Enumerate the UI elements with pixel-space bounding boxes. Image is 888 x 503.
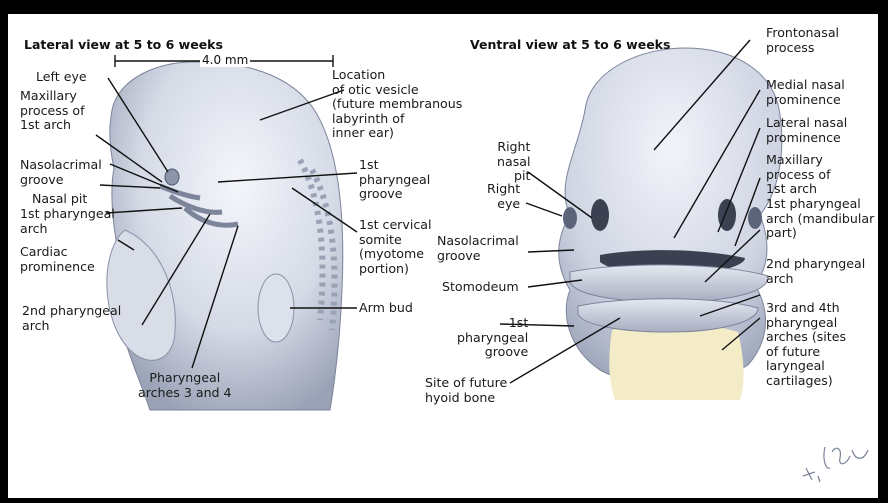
label-first-cervical-somite: 1st cervical somite (myotome portion) xyxy=(359,218,431,276)
artist-signature xyxy=(803,447,868,482)
label-arm-bud: Arm bud xyxy=(359,301,413,316)
label-pharyngeal-arches-3-4: Pharyngeal arches 3 and 4 xyxy=(138,371,232,400)
label-ventral-maxillary-process: Maxillary process of 1st arch xyxy=(766,153,831,197)
scale-bar-label: 4.0 mm xyxy=(200,53,250,67)
label-lateral-first-arch: 1st pharyngeal arch xyxy=(20,207,115,236)
label-cardiac-prominence: Cardiac prominence xyxy=(20,245,95,274)
lateral-embryo xyxy=(107,62,343,410)
label-lateral-second-arch: 2nd pharyngeal arch xyxy=(22,304,121,333)
label-lateral-first-groove: 1st pharyngeal groove xyxy=(359,158,430,202)
label-right-nasal-pit: Right nasal pit xyxy=(497,140,530,184)
ventral-view-title: Ventral view at 5 to 6 weeks xyxy=(470,37,670,52)
label-frontonasal-process: Frontonasal process xyxy=(766,26,839,55)
label-left-eye: Left eye xyxy=(36,70,87,85)
label-stomodeum: Stomodeum xyxy=(442,280,519,295)
ventral-left-eye xyxy=(748,207,762,229)
label-lateral-nasolacrimal-groove: Nasolacrimal groove xyxy=(20,158,102,187)
ventral-right-nasal-pit xyxy=(591,199,609,231)
lateral-view-title: Lateral view at 5 to 6 weeks xyxy=(24,37,223,52)
label-lateral-nasal-prominence: Lateral nasal prominence xyxy=(766,116,847,145)
arm-bud-shape xyxy=(258,274,294,342)
label-nasal-pit: Nasal pit xyxy=(32,192,87,207)
label-ventral-nasolacrimal-groove: Nasolacrimal groove xyxy=(437,234,519,263)
neck-region-shape xyxy=(609,323,743,400)
label-hyoid-bone-site: Site of future hyoid bone xyxy=(425,376,507,405)
label-otic-vesicle: Location of otic vesicle (future membran… xyxy=(332,68,462,141)
first-arch-band xyxy=(570,265,768,302)
label-ventral-first-groove: 1st pharyngeal groove xyxy=(457,316,528,360)
label-arches-3-4-laryngeal: 3rd and 4th pharyngeal arches (sites of … xyxy=(766,301,846,388)
label-right-eye: Right eye xyxy=(487,182,520,211)
label-ventral-first-arch: 1st pharyngeal arch (mandibular part) xyxy=(766,197,874,241)
ventral-right-eye xyxy=(563,207,577,229)
label-lateral-maxillary-process: Maxillary process of 1st arch xyxy=(20,89,85,133)
label-ventral-second-arch: 2nd pharyngeal arch xyxy=(766,257,865,286)
label-medial-nasal-prominence: Medial nasal prominence xyxy=(766,78,845,107)
ventral-embryo xyxy=(559,48,782,400)
